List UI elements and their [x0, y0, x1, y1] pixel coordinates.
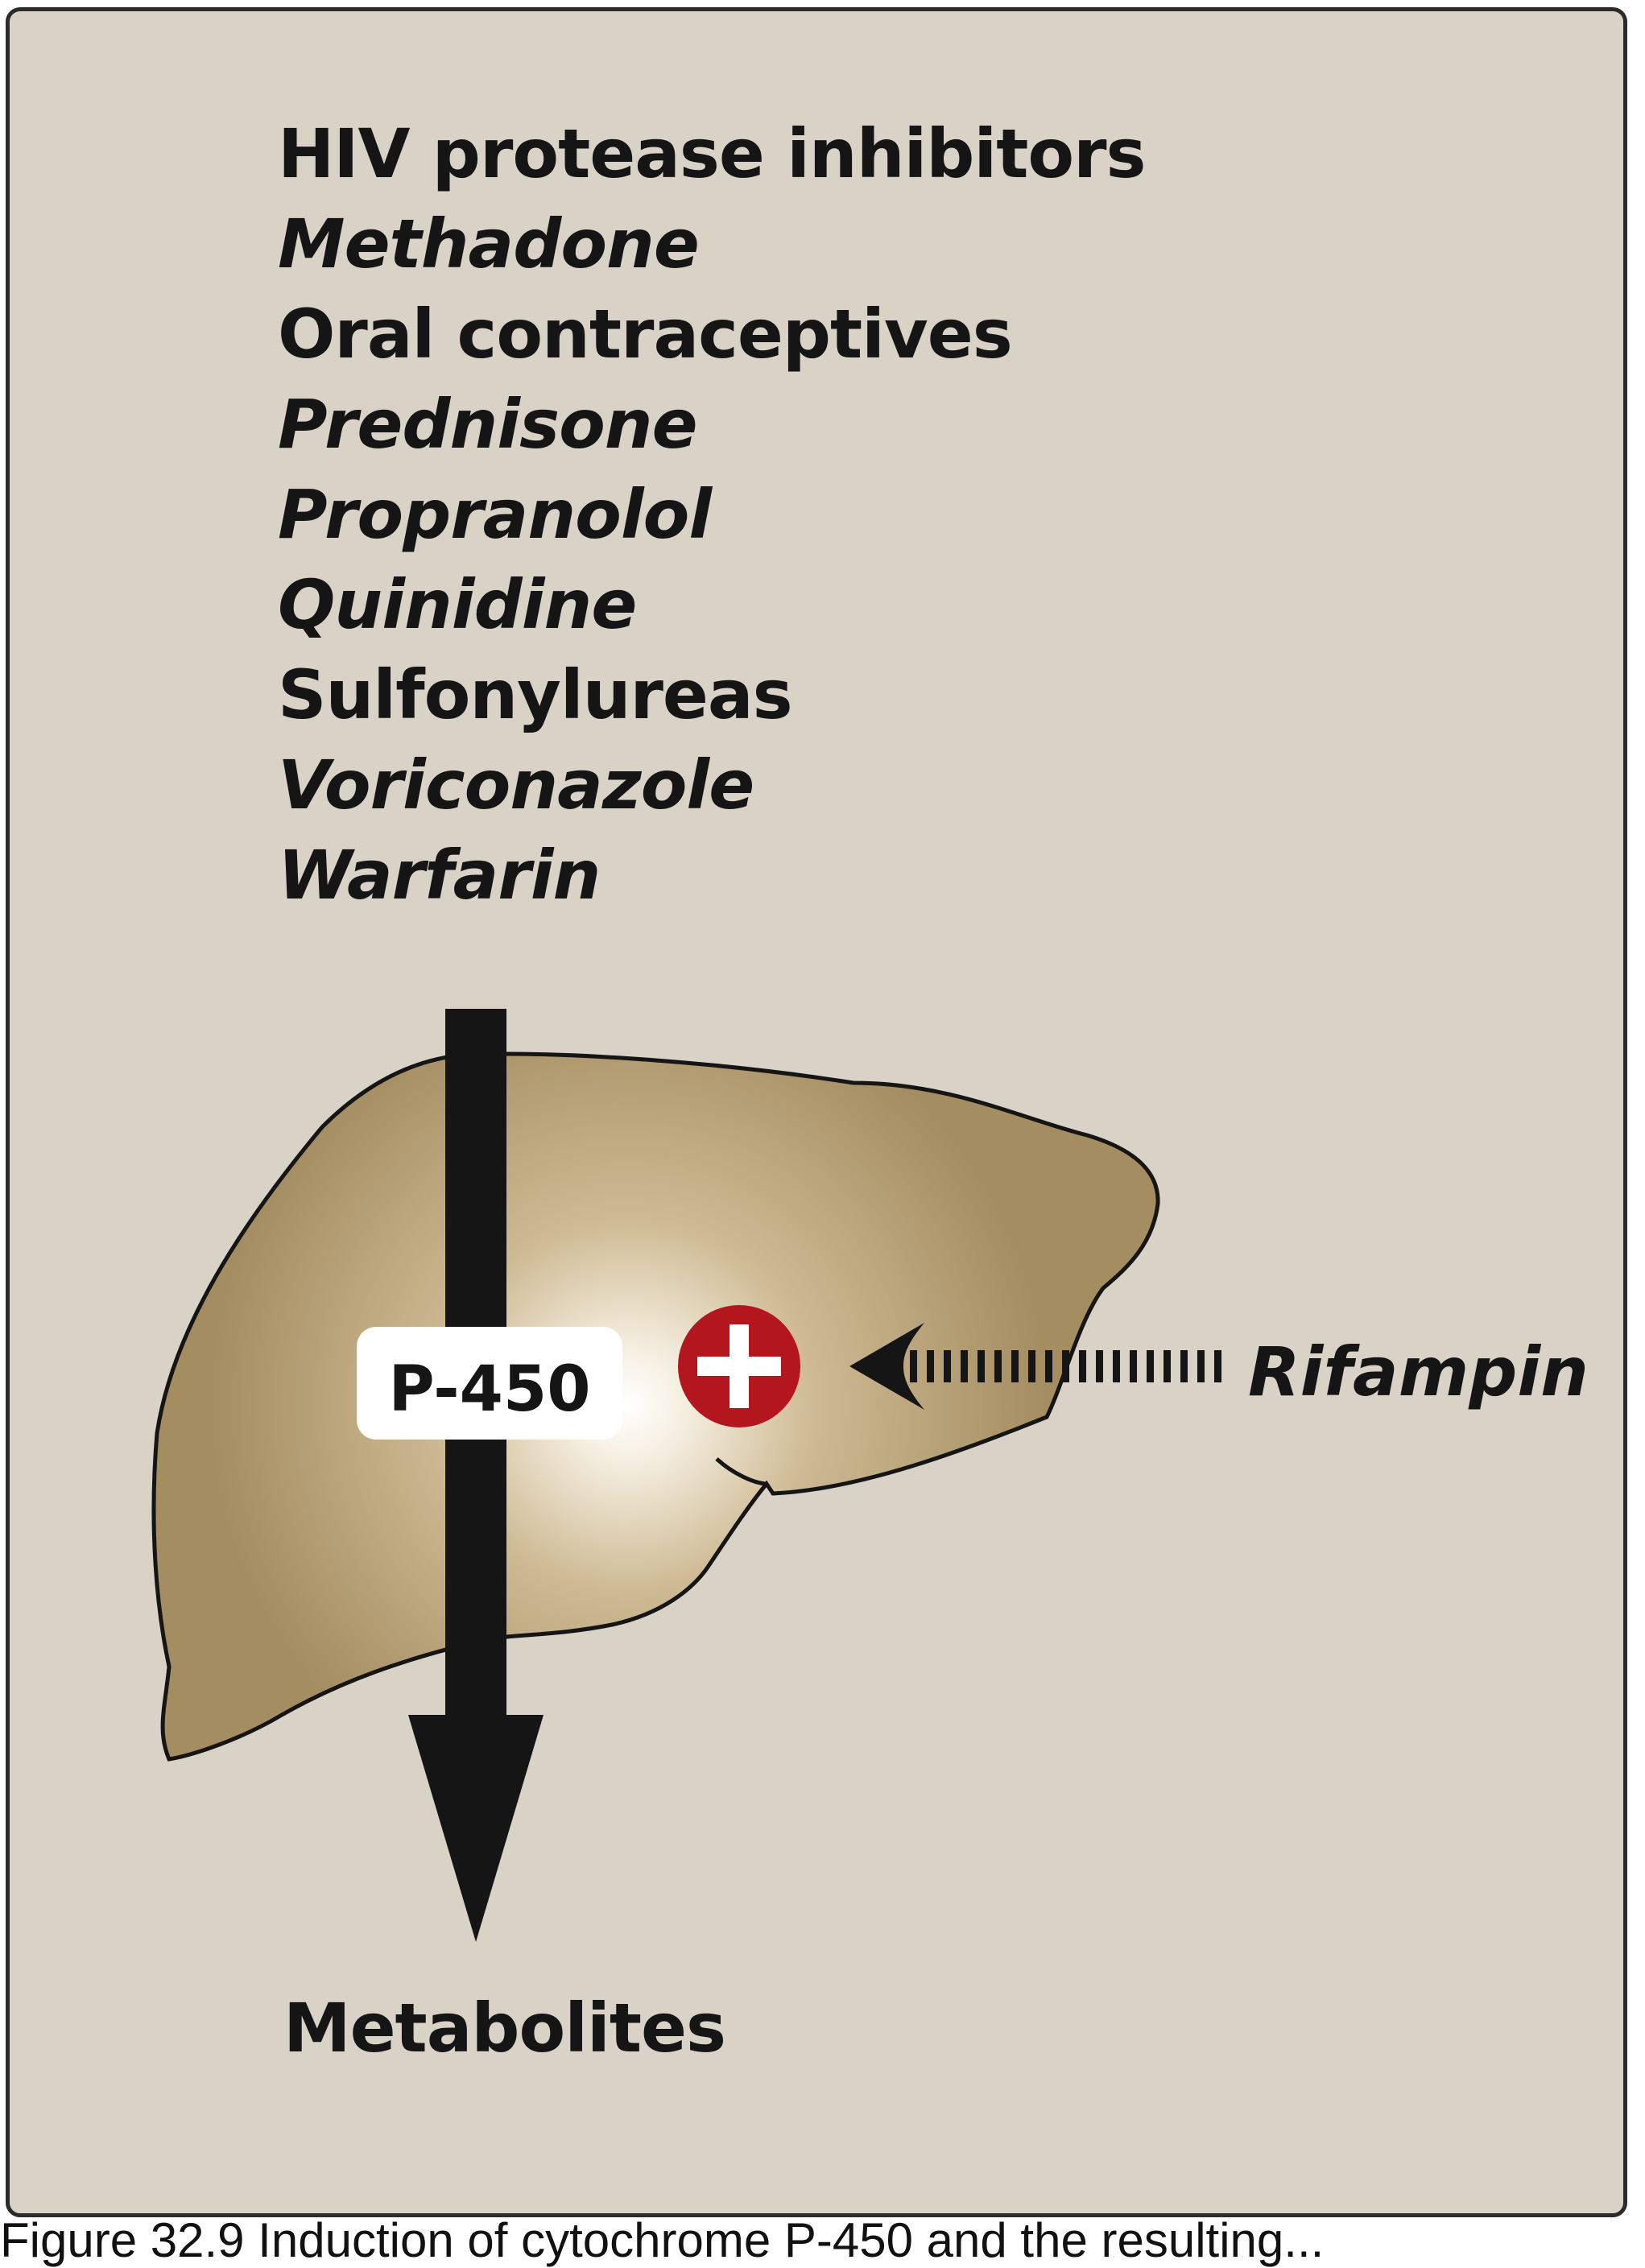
drug-item: Warfarin — [278, 836, 601, 915]
drug-item: Oral contraceptives — [278, 295, 1013, 374]
p450-label: P-450 — [389, 1353, 591, 1426]
rifampin-label: Rifampin — [1248, 1332, 1589, 1411]
liver-notch — [715, 1457, 767, 1486]
liver-icon — [151, 1051, 1160, 1762]
figure-caption: Figure 32.9 Induction of cytochrome P-45… — [0, 2213, 1325, 2267]
plus-icon — [697, 1324, 781, 1408]
metabolism-arrow-head — [408, 1715, 544, 1942]
drug-item: Sulfonylureas — [278, 655, 793, 734]
metabolites-label: Metabolites — [283, 1989, 726, 2068]
drug-item: Propranolol — [278, 475, 712, 554]
drug-list: HIV protease inhibitors Methadone Oral c… — [278, 109, 1146, 920]
drug-item: Prednisone — [278, 385, 698, 464]
drug-item: Methadone — [278, 204, 700, 283]
drug-item: Quinidine — [278, 565, 637, 644]
drug-item: Voriconazole — [278, 746, 754, 824]
drug-item: HIV protease inhibitors — [278, 114, 1146, 193]
p450-label-box — [357, 1327, 622, 1440]
rifampin-arrow-head — [849, 1323, 924, 1410]
